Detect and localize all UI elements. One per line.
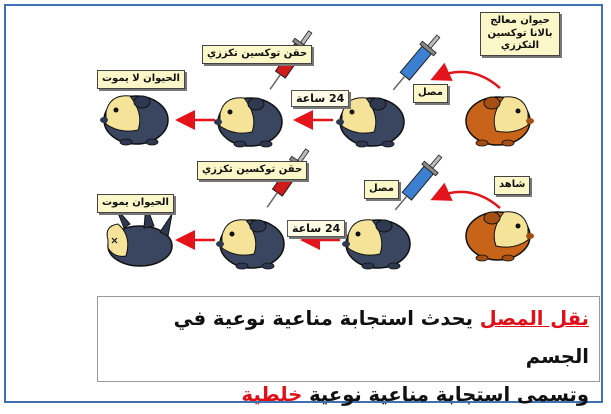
serum-label-bottom: مصل	[364, 180, 399, 199]
serum-label-top: مصل	[413, 84, 448, 103]
time-label-bottom: 24 ساعة	[287, 220, 346, 237]
caption-line-2: وتسمى استجابة مناعية نوعية خلطية	[108, 376, 590, 414]
caption-line-2-text: وتسمى استجابة مناعية نوعية	[302, 383, 589, 406]
dies-label: الحيوان يموت	[97, 194, 174, 213]
toxin-label-top: حقن توكسين تكززي	[202, 45, 313, 64]
caption-line-1-text: يحدث استجابة مناعية نوعية في الجسم	[173, 307, 589, 368]
toxin-label-bottom: حقن توكسين تكززي	[197, 161, 308, 180]
survives-label: الحيوان لا يموت	[97, 70, 185, 89]
donor-animal-treated	[465, 96, 535, 147]
surviving-animal-icon	[99, 95, 169, 146]
recipient-animal-bottom	[341, 219, 411, 270]
caption-highlight-serum-transfer: نقل المصل	[479, 307, 589, 330]
control-label: شاهد	[494, 176, 531, 195]
serum-transfer-arrow-bottom	[430, 182, 501, 209]
dead-animal-icon	[106, 203, 173, 267]
time-label-top: 24 ساعة	[291, 90, 350, 107]
caption-line-1: نقل المصل يحدث استجابة مناعية نوعية في ا…	[108, 300, 589, 376]
injected-animal-top	[213, 97, 283, 148]
injected-animal-bottom	[215, 219, 285, 270]
caption-box: نقل المصل يحدث استجابة مناعية نوعية في ا…	[97, 296, 600, 406]
caption-highlight-humoral: خلطية	[241, 383, 303, 406]
donor-animal-control	[465, 211, 535, 262]
treated-animal-label: حيوان معالج بالانا توكسين التكززي	[480, 12, 560, 56]
serum-transfer-arrow-top	[430, 62, 501, 89]
